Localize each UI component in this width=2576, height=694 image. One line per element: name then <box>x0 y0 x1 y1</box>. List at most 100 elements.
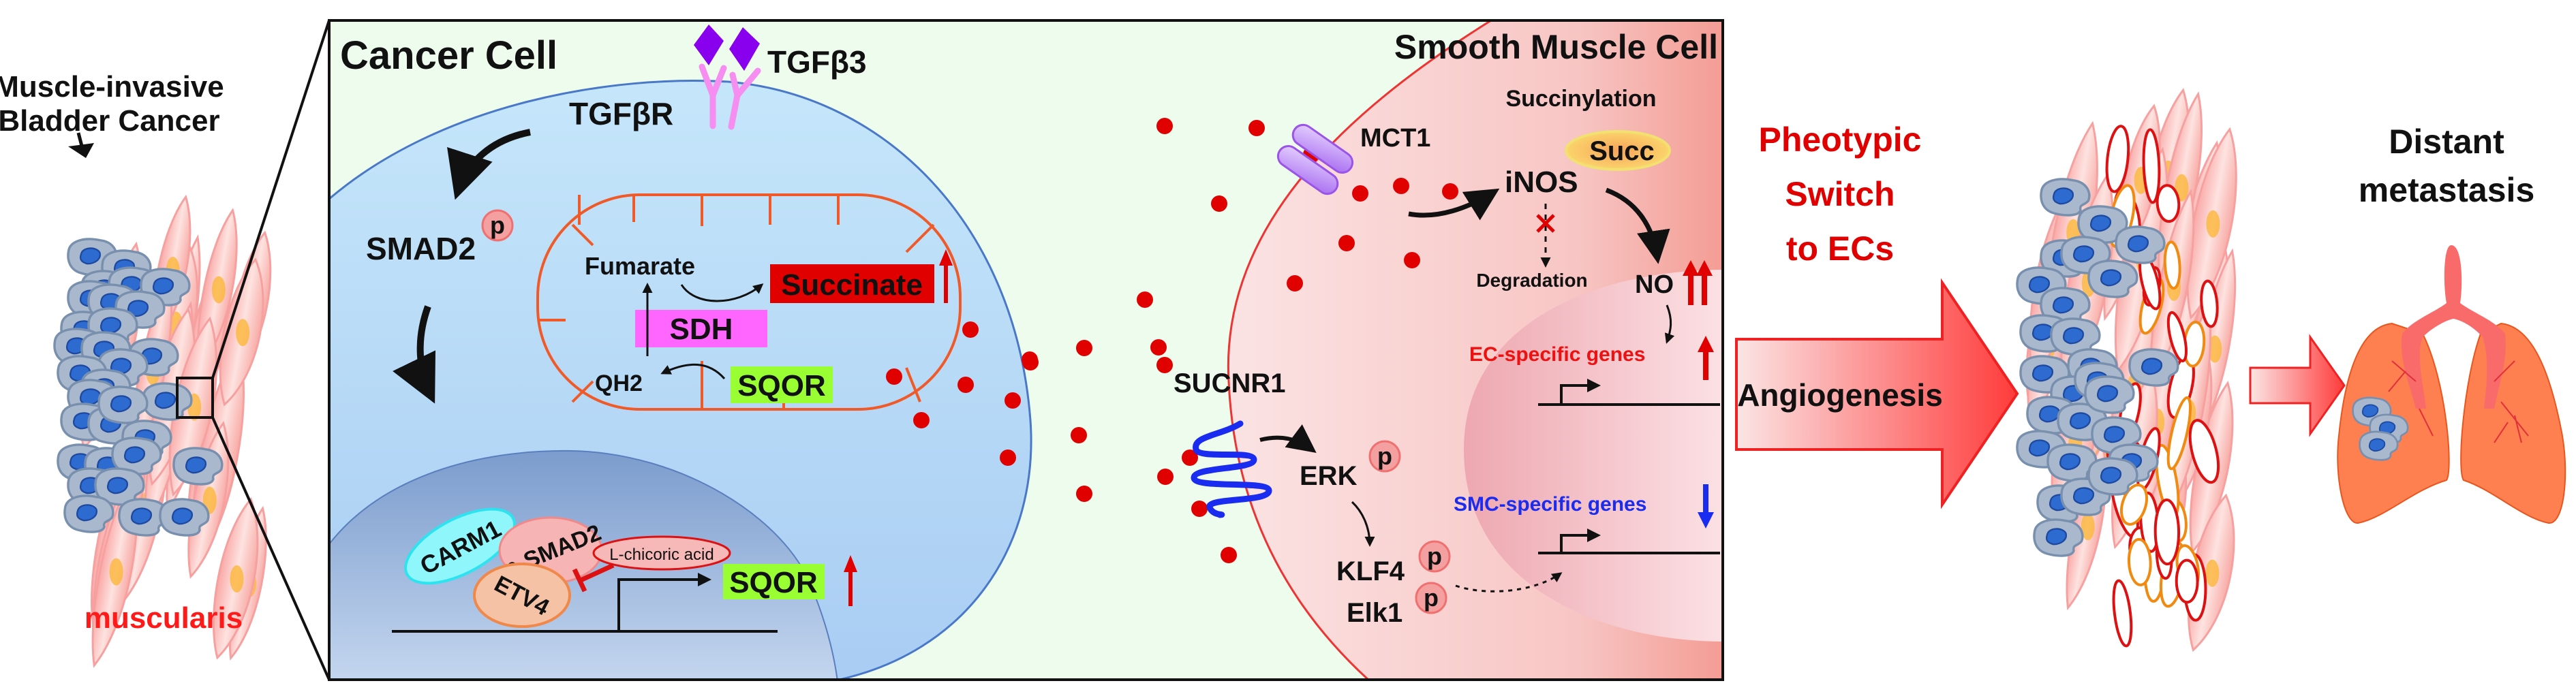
mito-crista <box>571 380 594 403</box>
tumor-cell-nucleus <box>2103 426 2125 443</box>
lungs-icon <box>2337 245 2566 524</box>
tumor-cell <box>118 498 169 537</box>
inos-label: iNOS <box>1505 165 1578 199</box>
succ-label: Succ <box>1589 136 1655 166</box>
sqor-promoter-arrow <box>617 573 711 631</box>
succinate-dot <box>1248 120 1265 136</box>
tumor-cell <box>2084 375 2135 414</box>
blood-vessel <box>2142 128 2161 204</box>
blood-vessel <box>2153 498 2181 566</box>
tumor-cell <box>142 382 193 421</box>
tumor-cell <box>2115 225 2166 264</box>
mito-crista <box>905 223 935 253</box>
smc-genes-down-arrow-icon <box>1698 484 1714 529</box>
tissue-title-line1: Muscle-invasive <box>0 70 224 104</box>
tgfb3-label: TGFβ3 <box>767 44 867 80</box>
tumor-cell-nucleus <box>79 388 101 406</box>
succinate-dot <box>962 321 979 338</box>
klf4-label: KLF4 <box>1336 556 1405 586</box>
blood-vessel <box>2175 558 2199 604</box>
tumor-cell-nucleus <box>2127 235 2149 253</box>
tgfb3-ligand <box>694 25 760 71</box>
tumor-cell-nucleus <box>154 392 176 409</box>
succinate-dot <box>1157 469 1174 485</box>
sucnr1-label: SUCNR1 <box>1174 368 1285 398</box>
blood-vessel <box>2156 184 2181 223</box>
tumor-cell <box>2359 430 2399 461</box>
inos-to-no-arrow <box>1605 187 1670 264</box>
tumor-cell-nucleus <box>2089 215 2111 232</box>
tumor-cell-nucleus <box>2038 405 2060 423</box>
ec-genes-up-arrow-icon <box>1698 336 1714 380</box>
tumor-cell-nucleus <box>171 507 193 525</box>
succinate-dot <box>1338 235 1355 251</box>
tumor-cell-nucleus <box>152 277 174 295</box>
klf4-phospho-label: p <box>1427 542 1442 570</box>
tumor-cell-nucleus <box>2031 364 2053 382</box>
tumor-cell <box>97 385 149 424</box>
spindle-nucleus <box>2081 513 2095 541</box>
switch-line1: Pheotypic <box>1759 121 1922 159</box>
tumor-cell-nucleus <box>2045 528 2067 546</box>
tumor-cell-nucleus <box>106 477 128 494</box>
sdh-box <box>635 310 767 347</box>
blood-vessel <box>2112 579 2133 648</box>
succinate-dot <box>1076 486 1092 502</box>
smad2-label: SMAD2 <box>366 231 476 266</box>
sqor-mito-label: SQOR <box>737 369 826 403</box>
switch-line3: to ECs <box>1786 230 1894 268</box>
blood-vessel <box>2119 484 2149 526</box>
mct1-transporter-icon <box>1276 123 1354 195</box>
spindle-nucleus <box>2208 335 2222 363</box>
no-double-up-arrow-icon <box>1683 260 1713 305</box>
tgfb-receptor-icon <box>699 63 761 130</box>
fumarate-to-succinate-arrow <box>680 283 764 302</box>
succinate-to-inos-arrow <box>1408 188 1500 221</box>
erk-to-klf4-arrow <box>1351 501 1375 547</box>
tumor-cell <box>2046 443 2098 482</box>
smc-nucleus <box>1464 270 1723 642</box>
tumor-cell-nucleus <box>2141 358 2162 375</box>
l-chicoric-acid-inhibitor <box>592 535 731 571</box>
tumor-cell-nucleus <box>2361 404 2379 418</box>
tumor-cell <box>159 498 210 537</box>
succinate-dot <box>886 368 902 385</box>
degradation-label: Degradation <box>1476 270 1587 291</box>
tumor-cell-nucleus <box>2096 385 2118 403</box>
zoom-panel-border <box>328 19 1724 681</box>
tumor-cell-nucleus <box>110 395 132 413</box>
tumor-cell-nucleus <box>2052 187 2074 205</box>
tumor-cell-nucleus <box>2052 296 2074 314</box>
elk1-label: Elk1 <box>1347 598 1402 628</box>
tumor-cell-nucleus <box>2031 324 2053 341</box>
blood-vessel <box>2200 279 2219 328</box>
sucnr1-receptor-icon <box>1191 420 1272 518</box>
succinate-dot <box>1156 118 1173 134</box>
zoom-region-box <box>176 377 214 419</box>
spindle-nucleus <box>211 276 226 304</box>
sqor-gene-label: SQOR <box>729 566 818 599</box>
sqor-mito-box <box>731 366 833 403</box>
switch-line2: Switch <box>1785 175 1895 213</box>
klf4-phospho-badge <box>1418 540 1451 573</box>
succinate-dot <box>1156 357 1173 373</box>
tumor-cell-nucleus <box>2072 245 2094 263</box>
elk1-phospho-badge <box>1415 582 1447 614</box>
sucnr1-to-erk-arrow <box>1259 424 1317 454</box>
ec-genes-label: EC-specific genes <box>1469 343 1645 366</box>
tumor-cell <box>2128 348 2179 387</box>
succinate-dot <box>1022 351 1038 368</box>
tumor-cell-nucleus <box>130 507 152 525</box>
metastasis-line2: metastasis <box>2359 171 2535 209</box>
blocked-cross-icon <box>1536 214 1555 233</box>
spindle-nucleus <box>2205 559 2220 587</box>
no-label: NO <box>1635 270 1674 299</box>
tumor-cell-nucleus <box>2028 276 2050 294</box>
no-to-ec-genes-arrow <box>1664 304 1675 344</box>
tumor-cell <box>2033 518 2084 557</box>
etv4-protein <box>473 563 571 628</box>
phospho-badge <box>481 209 514 242</box>
sqor-to-qh2-arrow <box>660 363 726 379</box>
tumor-cell <box>2087 457 2138 496</box>
elk1-phospho-label: p <box>1424 584 1439 612</box>
